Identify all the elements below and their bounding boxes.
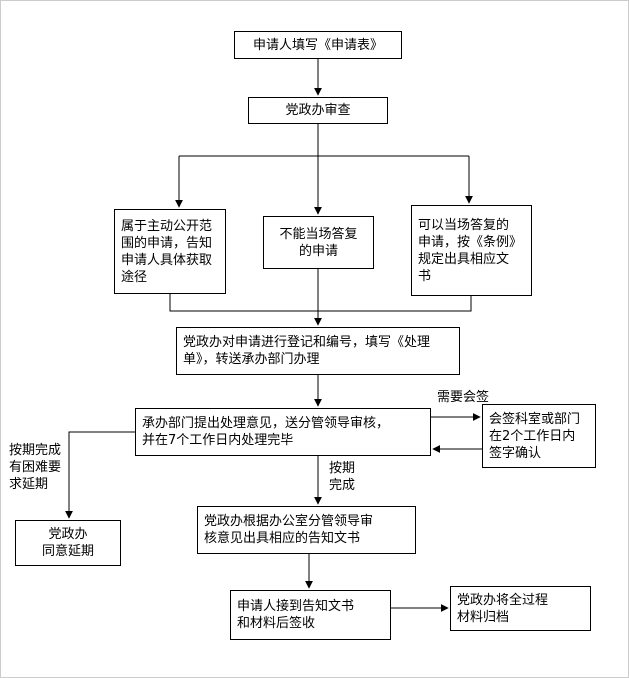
node-cannot-answer-onsite: 不能当场答复 的申请 [263, 216, 374, 269]
node-issue-notice-document: 党政办根据办公室分管领导审 核意见出具相应的告知文书 [197, 506, 416, 554]
node-register-and-number: 党政办对申请进行登记和编号，填写《处理 单》，转送承办部门办理 [176, 327, 460, 375]
node-fill-application-form: 申请人填写《申请表》 [234, 31, 402, 59]
node-answer-onsite: 可以当场答复的 申请，按《条例》 规定出具相应文 书 [411, 205, 532, 296]
node-agree-extension: 党政办 同意延期 [15, 520, 121, 566]
node-countersign-confirm: 会签科室或部门 在2个工作日内 签字确认 [482, 404, 596, 468]
line-merge-to-register [169, 294, 472, 312]
node-applicant-sign-receipt: 申请人接到告知文书 和材料后签收 [230, 590, 391, 640]
arrow-handle-to-extension [65, 431, 135, 519]
edge-label-on-time: 按期 完成 [329, 461, 356, 493]
node-office-review: 党政办审查 [248, 97, 388, 124]
edge-label-need-countersign: 需要会签 [437, 390, 490, 405]
node-archive-materials: 党政办将全过程 材料归档 [450, 586, 591, 631]
edge-label-request-extension: 按期完成 有困难要 求延期 [9, 443, 62, 492]
node-handling-department: 承办部门提出处理意见，送分管领导审核， 并在7个工作日内处理完毕 [135, 408, 431, 456]
line-review-branch [179, 124, 469, 157]
node-proactive-disclosure: 属于主动公开范 围的申请，告知 申请人具体获取 途径 [114, 209, 226, 294]
